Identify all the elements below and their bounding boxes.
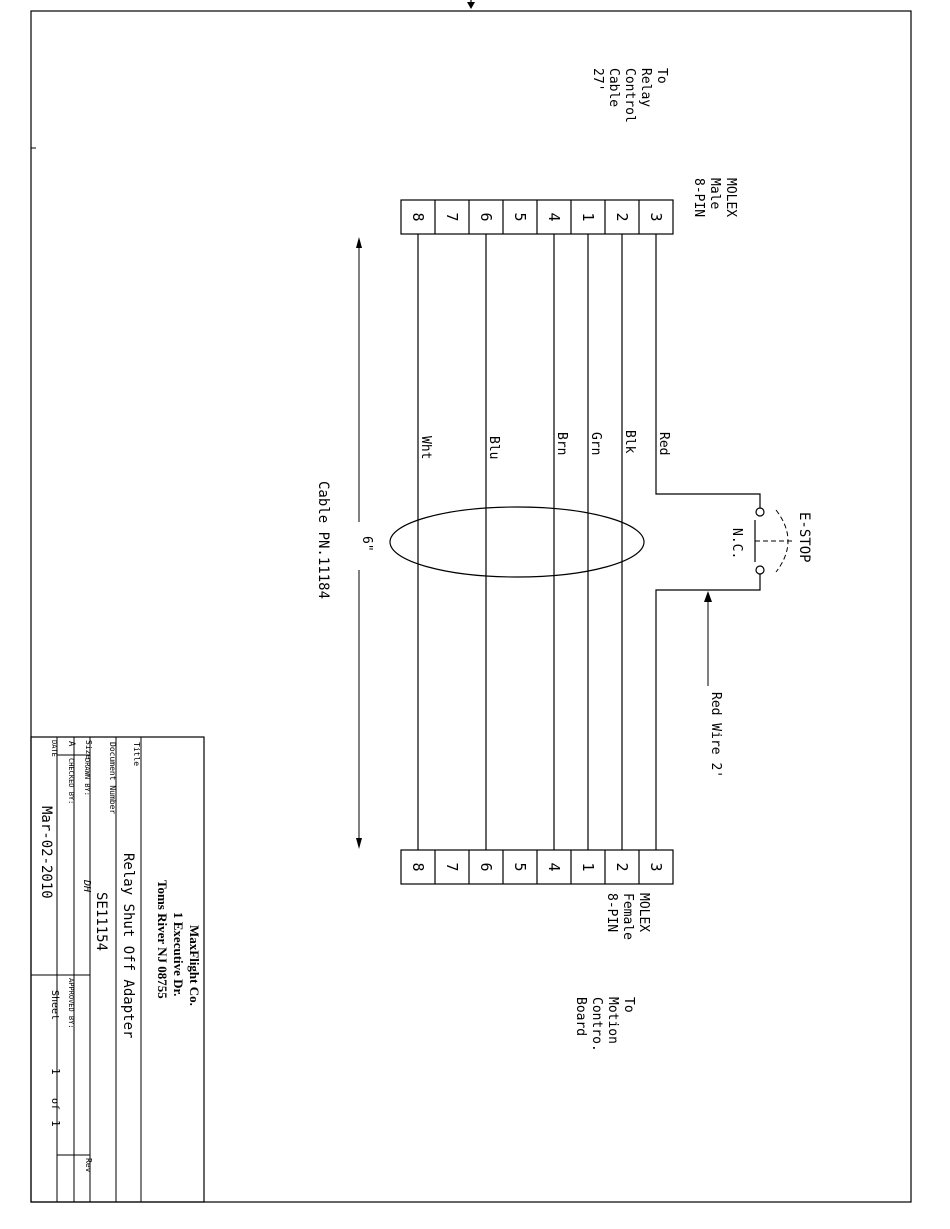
note-line: 27' xyxy=(590,68,605,91)
female-pin-6: 6 xyxy=(477,862,495,871)
company-address: 1 Executive Dr. xyxy=(171,912,186,996)
male-pin-5: 5 xyxy=(511,212,529,221)
female-pin-5: 5 xyxy=(511,862,529,871)
approved-by-label: APPROVED BY: xyxy=(67,978,75,1029)
estop-mushroom xyxy=(775,509,789,573)
connector-label-line: MOLEX xyxy=(723,178,738,217)
male-pin-8: 8 xyxy=(409,212,427,221)
sheet-number: 1 xyxy=(49,1068,62,1075)
wire-label-wht: Wht xyxy=(418,436,433,459)
male-pin-2: 2 xyxy=(613,212,631,221)
drawn-by-label: DRAWN BY: xyxy=(83,758,91,796)
dimension-arrow-top xyxy=(356,237,362,248)
cable-length: 6" xyxy=(359,536,374,552)
connector-label-line: MOLEX xyxy=(636,893,651,932)
size-value: A xyxy=(66,741,76,747)
wire-label-red: Red xyxy=(656,432,671,455)
note-line: Board xyxy=(573,997,588,1036)
red-wire-lower xyxy=(655,574,761,850)
title-block-frame xyxy=(30,736,205,1203)
note-line: Contro. xyxy=(589,997,604,1052)
estop-contact-top xyxy=(755,507,765,517)
female-pin-1: 1 xyxy=(579,862,597,871)
top-center-arrow xyxy=(467,2,475,9)
note-line: Motion xyxy=(605,997,620,1044)
female-connector-label: MOLEX Female 8-PIN xyxy=(604,893,651,940)
sheet-label: Sheet xyxy=(49,990,60,1020)
female-pin-3: 3 xyxy=(647,862,665,871)
male-pin-3: 3 xyxy=(647,212,665,221)
title-block: MaxFlight Co. 1 Executive Dr. Toms River… xyxy=(30,736,205,1203)
note-line: Relay xyxy=(638,68,653,107)
wire-bundle xyxy=(417,234,761,850)
drawing-title: Relay Shut Off Adapter xyxy=(120,853,136,1038)
title-label: Title xyxy=(132,742,141,766)
of-label: of xyxy=(49,1098,60,1110)
female-pin-7: 7 xyxy=(443,862,461,871)
estop-contact-bottom xyxy=(755,565,765,575)
company-name: MaxFlight Co. xyxy=(187,925,202,1006)
male-pin-1: 1 xyxy=(579,212,597,221)
female-pin-8: 8 xyxy=(409,862,427,871)
checked-by-label: CHECKED BY: xyxy=(67,758,75,804)
cable-bundle-ellipse xyxy=(389,506,645,578)
relay-cable-note: To Relay Control Cable 27' xyxy=(590,68,669,123)
female-pin-4: 4 xyxy=(545,862,563,871)
wire-label-brn: Brn xyxy=(554,432,569,455)
wire-label-grn: Grn xyxy=(588,432,603,455)
wire-label-blk: Blk xyxy=(622,430,637,454)
date-label: DATE xyxy=(50,740,58,757)
connector-label-line: 8-PIN xyxy=(604,893,619,932)
female-connector: 3 2 1 4 5 6 7 8 xyxy=(400,849,674,885)
size-label: Size xyxy=(84,740,93,759)
male-connector: 3 2 1 4 5 6 7 8 xyxy=(400,199,674,235)
male-connector-label: MOLEX Male 8-PIN xyxy=(691,178,738,217)
dimension-arrow-bottom xyxy=(356,838,362,849)
red-wire-note: Red Wire 2' xyxy=(708,692,723,778)
female-pin-2: 2 xyxy=(613,862,631,871)
drawing-date: Mar-02-2010 xyxy=(38,806,54,899)
rev-label: Rev xyxy=(84,1158,93,1173)
sheet-border xyxy=(30,10,912,1203)
document-number: SE11154 xyxy=(93,892,109,951)
note-line: Cable xyxy=(606,68,621,107)
connector-label-line: Male xyxy=(707,178,722,209)
male-pin-6: 6 xyxy=(477,212,495,221)
note-line: Control xyxy=(622,68,637,123)
male-pin-4: 4 xyxy=(545,212,563,221)
length-dimension: 6" xyxy=(356,237,374,849)
estop-contact-label: N.C. xyxy=(729,528,744,559)
sheet-total: 1 xyxy=(49,1120,62,1127)
drawn-by: DH xyxy=(81,879,92,893)
connector-label-line: 8-PIN xyxy=(691,178,706,217)
male-pin-7: 7 xyxy=(443,212,461,221)
motion-board-note: To Motion Contro. Board xyxy=(573,997,636,1052)
connector-label-line: Female xyxy=(620,893,635,940)
wire-label-blu: Blu xyxy=(486,436,501,459)
docnum-label: Document Number xyxy=(108,742,117,814)
red-wire-leader-arrow xyxy=(704,591,712,602)
estop-switch: E-STOP N.C. xyxy=(729,507,812,575)
red-wire-upper xyxy=(655,234,761,508)
note-line: To xyxy=(654,68,669,84)
cable-part-number: Cable PN.11184 xyxy=(315,481,331,599)
company-city: Toms River NJ 08755 xyxy=(155,880,170,999)
estop-label: E-STOP xyxy=(796,512,812,563)
note-line: To xyxy=(621,997,636,1013)
